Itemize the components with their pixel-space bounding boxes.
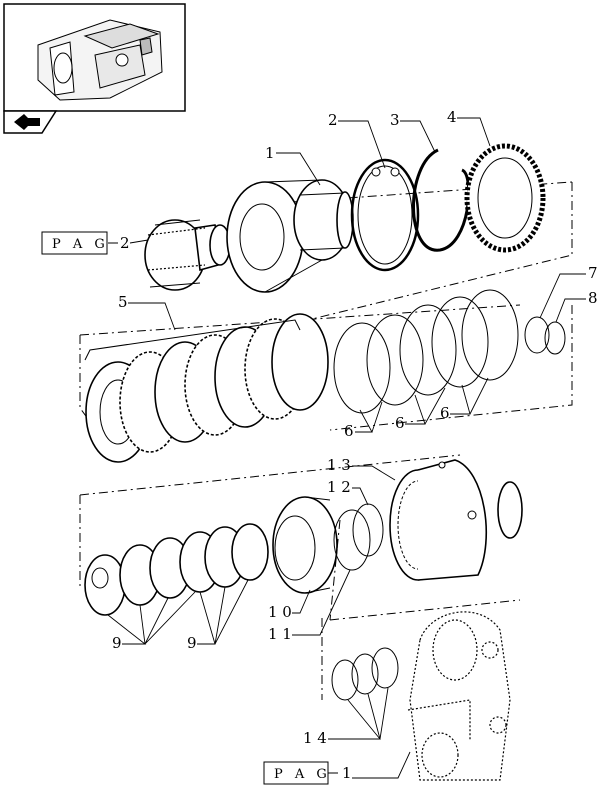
reference-prefix: P A G	[274, 767, 331, 782]
snap-ring-part-3[interactable]	[412, 148, 471, 252]
callout-12: 1 2	[327, 478, 351, 496]
callouts: 1 2 3 4 5 6 6 6 7 8 9 9 1 0 1 1 1 2 1 3 …	[107, 108, 598, 747]
callout-6a: 6	[344, 422, 354, 440]
gearbox-housing-context	[407, 611, 511, 781]
callout-14: 1 4	[303, 729, 327, 747]
callout-1: 1	[265, 144, 275, 162]
callout-6c: 6	[440, 404, 450, 422]
seal-rings-part-14[interactable]	[331, 647, 399, 701]
callout-6b: 6	[395, 414, 405, 432]
callout-2: 2	[328, 111, 338, 129]
reference-page: 2	[120, 234, 130, 252]
callout-7: 7	[588, 264, 598, 282]
ring-part-8[interactable]	[544, 321, 566, 355]
piston-part-10[interactable]	[272, 496, 338, 594]
seal-ring-part-12[interactable]	[352, 503, 384, 557]
reference-prefix: P A G	[52, 237, 109, 252]
thumbnail-panel[interactable]	[3, 3, 186, 134]
callout-10: 1 0	[268, 603, 292, 621]
callout-9a: 9	[112, 634, 122, 652]
transmission-housing-icon	[37, 19, 163, 101]
callout-8: 8	[588, 289, 598, 307]
shaft-pinion[interactable]	[144, 219, 231, 291]
clutch-housing-part-13[interactable]	[389, 459, 523, 581]
callout-11: 1 1	[268, 625, 292, 643]
clutch-disc-pack-part-5[interactable]	[84, 313, 329, 463]
ring-gear-part-4[interactable]	[464, 143, 546, 253]
arrow-left-icon[interactable]	[14, 114, 40, 130]
spring-rings-part-6[interactable]	[333, 289, 519, 414]
page-reference-1[interactable]: P A G 1	[263, 751, 411, 785]
callout-4: 4	[447, 108, 457, 126]
callout-9b: 9	[187, 634, 197, 652]
callout-13: 1 3	[327, 456, 351, 474]
reference-page: 1	[342, 764, 352, 782]
callout-3: 3	[390, 111, 400, 129]
snap-ring-part-2[interactable]	[350, 158, 420, 272]
seal-ring-part-11[interactable]	[333, 509, 371, 571]
belleville-washers-part-9[interactable]	[84, 523, 269, 616]
callout-5: 5	[118, 293, 128, 311]
page-reference-2[interactable]: P A G 2	[41, 231, 149, 255]
clutch-hub-part-1[interactable]	[226, 179, 354, 293]
ring-part-7[interactable]	[524, 316, 550, 354]
